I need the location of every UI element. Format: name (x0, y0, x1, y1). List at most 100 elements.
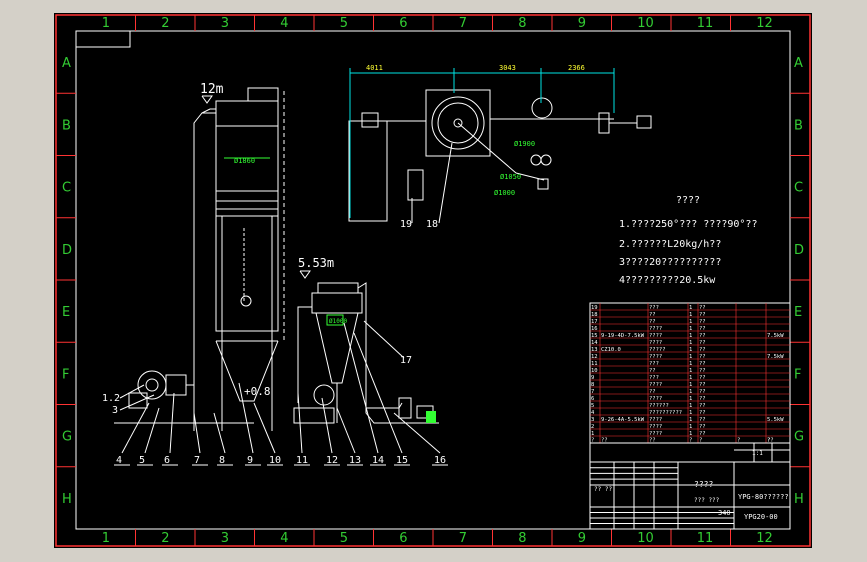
bom-cell: 15 (591, 333, 598, 339)
bom-cell: 7 (591, 389, 594, 395)
bom-cell: 1 (689, 431, 692, 437)
plan-view (348, 89, 652, 222)
notes-line-4: 4?????????20.5kw (619, 275, 716, 286)
bom-cell: 9-19-4D-7.5kW (601, 333, 645, 339)
bom-cell: ???? (649, 340, 662, 346)
part-15: 15 (396, 455, 408, 466)
bom-cell: ?? (699, 431, 706, 437)
grid-row-H-left: H (62, 492, 72, 507)
bom-cell: 1 (689, 424, 692, 430)
bom-cell: ?? (699, 333, 706, 339)
tower-diameter-label: Ø1860 (234, 157, 255, 165)
bom-cell: 1 (689, 382, 692, 388)
bom-cell: 1 (689, 368, 692, 374)
bom-cell: ???? (649, 396, 662, 402)
bom-cell: 4 (591, 410, 595, 416)
elevation-mid-marker (299, 270, 311, 279)
bom-header-cell: ? (699, 438, 702, 444)
bom-cell: 2 (591, 424, 594, 430)
bom-cell: 1 (689, 319, 692, 325)
bom-cell: ?? (699, 382, 706, 388)
bom-cell: ???? (649, 424, 662, 430)
tower-cone (215, 340, 279, 402)
grid-row-C-left: C (62, 181, 71, 196)
grid-col-2-top: 2 (161, 16, 169, 31)
grid-col-6-top: 6 (399, 16, 407, 31)
bom-cell: ????? (649, 347, 666, 353)
bom-cell: ???? (649, 431, 662, 437)
bom-cell: 1 (689, 347, 692, 353)
bom-cell: ???? (649, 326, 662, 332)
corner-box (75, 30, 131, 48)
bom-cell: 1 (689, 354, 692, 360)
part-8: 8 (219, 455, 225, 466)
bom-cell: ?? (699, 354, 706, 360)
bom-cell: ?? (699, 403, 706, 409)
grid-ticks (56, 15, 810, 546)
bom-cell: 16 (591, 326, 598, 332)
bom-cell: 1 (689, 361, 692, 367)
grid-row-C-right: C (794, 181, 803, 196)
bom-cell: ?????????? (649, 410, 682, 416)
bom-cell: ?? (699, 305, 706, 311)
grid-col-5-bottom: 5 (340, 531, 348, 546)
bom-cell: 18 (591, 312, 598, 318)
bom-cell: ?? (699, 424, 706, 430)
grid-col-8-bottom: 8 (518, 531, 526, 546)
bom-cell: 8 (591, 382, 594, 388)
grid-col-11-top: 11 (697, 16, 714, 31)
blower-left (114, 370, 254, 424)
bom-cell: 6 (591, 396, 594, 402)
dimension-1: 4011 (366, 64, 383, 72)
grid-col-9-top: 9 (578, 16, 586, 31)
part-9: 9 (247, 455, 253, 466)
bom-cell: 9 (591, 375, 594, 381)
drawing-title: ???? (694, 480, 713, 489)
dimension-2: 3043 (499, 64, 516, 72)
revision-label: ?? ?? (594, 486, 612, 493)
bom-cell: 1 (689, 403, 692, 409)
grid-row-D-left: D (62, 243, 72, 258)
bom-cell: 1 (689, 340, 692, 346)
grid-row-E-left: E (62, 305, 70, 320)
bom-cell: ?? (649, 368, 656, 374)
part-7: 7 (194, 455, 200, 466)
bom-cell: 7.5kW (767, 354, 784, 360)
weight: 340 (718, 509, 731, 517)
bom-header-cell: ?? (767, 438, 774, 444)
bom-header-cell: ?? (601, 438, 608, 444)
grid-col-10-top: 10 (637, 16, 654, 31)
motor-block (426, 411, 436, 423)
bom-cell: ?? (649, 389, 656, 395)
bom-cell: 11 (591, 361, 598, 367)
annotation-small: +0.8 (244, 385, 271, 398)
part-12: 12 (326, 455, 338, 466)
cyclone-tag (326, 314, 344, 326)
bom-header-cell: ? (591, 438, 594, 444)
bom-cell: ?? (699, 396, 706, 402)
part-4: 4 (116, 455, 122, 466)
grid-col-1-bottom: 1 (102, 531, 110, 546)
bom-cell: ?? (699, 389, 706, 395)
notes-line-1: 1.????250°??? ????90°?? (619, 219, 757, 230)
scale: 1:1 (752, 450, 763, 457)
hot-air-duct (193, 112, 216, 431)
grid-row-B-left: B (62, 118, 71, 133)
bom-cell: 5.5kW (767, 417, 784, 423)
drawing-number: YPG20-00 (744, 513, 778, 521)
bom-cell: 7.5kW (767, 333, 784, 339)
bom-cell: ?????? (649, 403, 669, 409)
grid-col-6-bottom: 6 (399, 531, 407, 546)
elevation-mid: 5.53m (298, 256, 334, 270)
bom-cell: ?? (699, 417, 706, 423)
cyclone-tag-label: Ø1000 (329, 318, 347, 325)
leader-lines (114, 322, 448, 466)
dryer-tower (193, 87, 279, 431)
grid-col-8-top: 8 (518, 16, 526, 31)
bom-header-cell: ? (689, 438, 692, 444)
grid-col-4-bottom: 4 (280, 531, 288, 546)
grid-row-A-left: A (62, 56, 71, 71)
bom-cell: ?? (649, 312, 656, 318)
